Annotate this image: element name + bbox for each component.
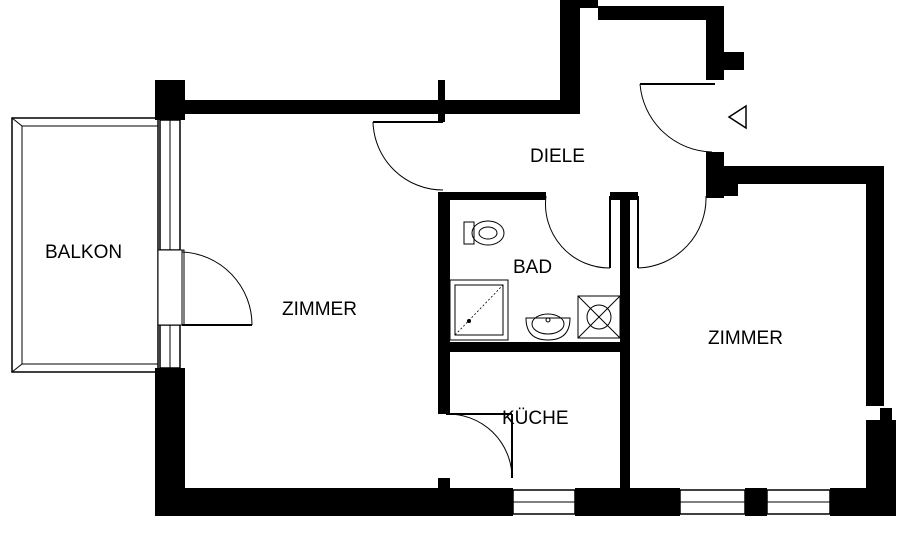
walls bbox=[155, 0, 896, 516]
room-label-balkon: BALKON bbox=[45, 242, 122, 263]
windows bbox=[159, 119, 831, 515]
room-label-kueche: KÜCHE bbox=[502, 408, 569, 429]
entrance-arrow-icon bbox=[727, 104, 747, 130]
room-label-zimmer-left: ZIMMER bbox=[282, 299, 357, 320]
room-label-diele: DIELE bbox=[530, 146, 585, 167]
shower-tray-icon bbox=[449, 279, 509, 341]
room-label-bad: BAD bbox=[513, 257, 552, 278]
room-label-zimmer-right: ZIMMER bbox=[708, 328, 783, 349]
balcony bbox=[11, 117, 159, 373]
washbasin-icon bbox=[525, 313, 571, 341]
washing-machine-icon bbox=[577, 295, 621, 339]
doors bbox=[157, 83, 747, 479]
toilet-icon bbox=[463, 220, 505, 246]
